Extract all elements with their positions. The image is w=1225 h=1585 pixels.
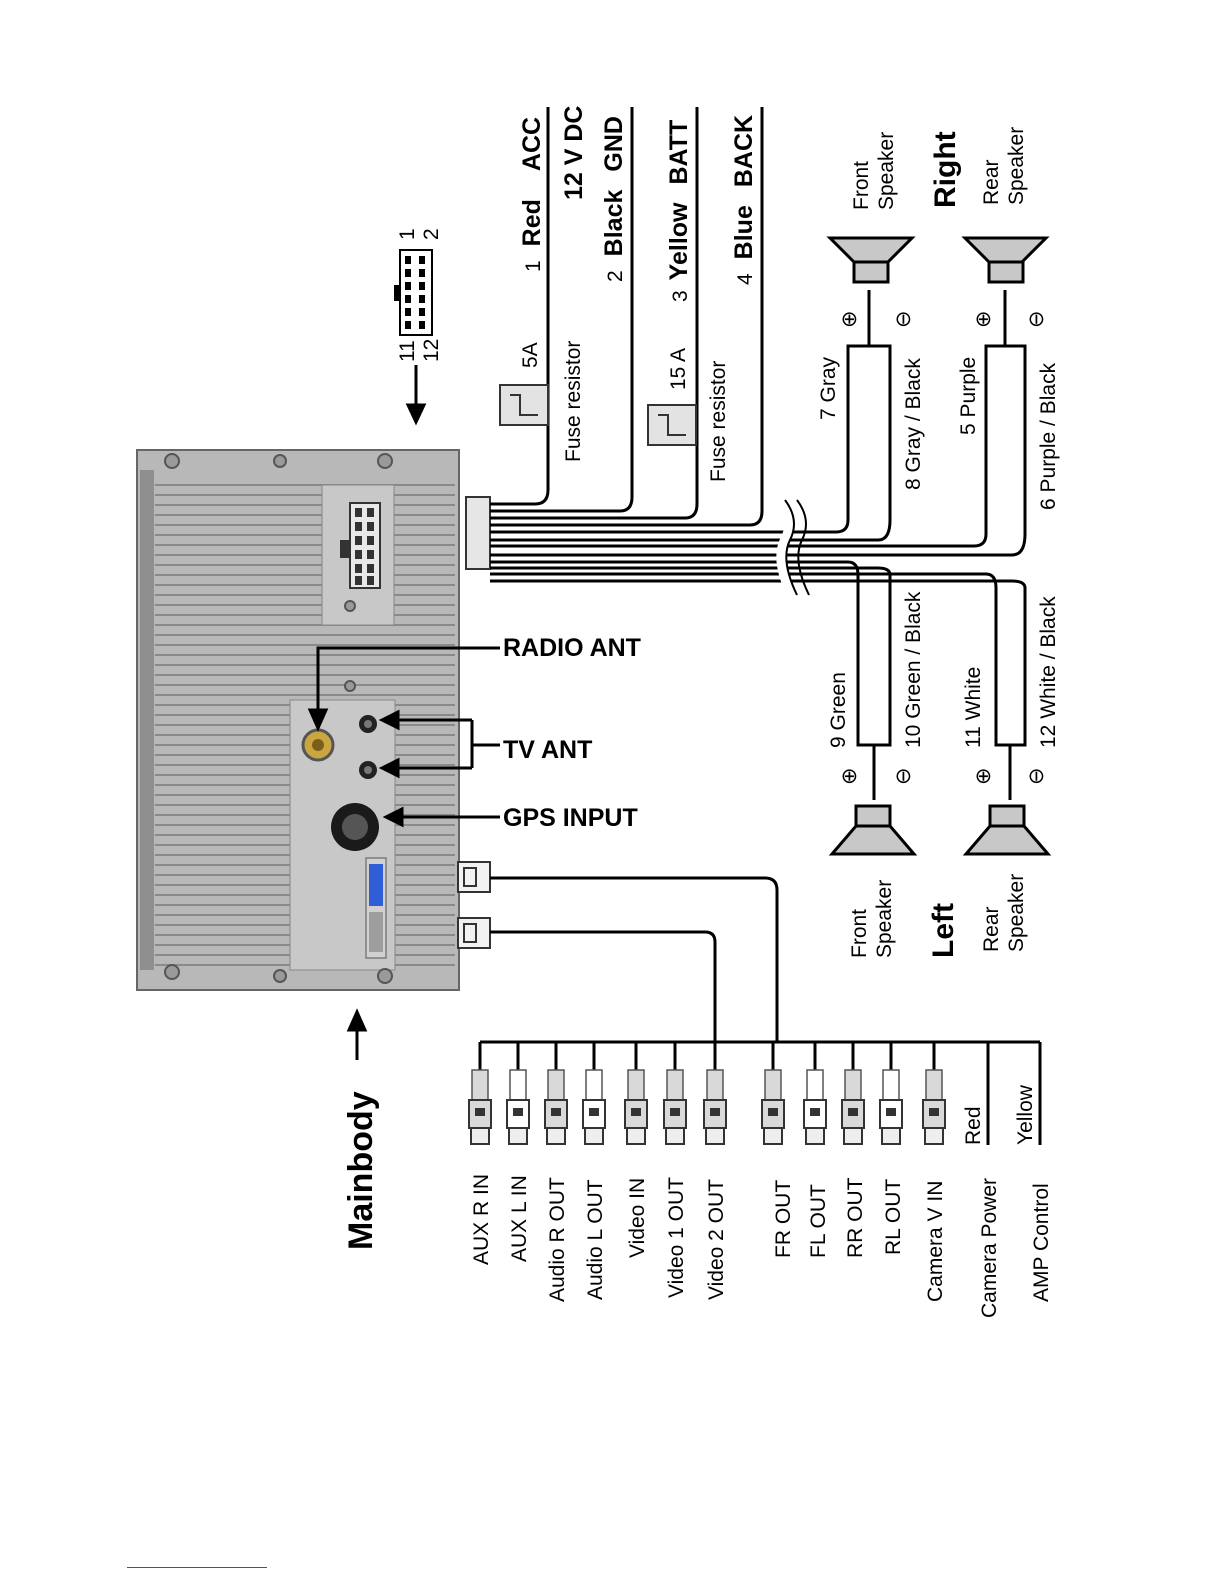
rca-label: Camera Power — [978, 1178, 1001, 1318]
pin-11-label: 11 — [396, 340, 419, 362]
wire-6-label: 6 Purple / Black — [1037, 362, 1060, 510]
gps-input-label: GPS INPUT — [503, 804, 638, 832]
wire-1-voltage: 12 V DC — [560, 106, 588, 200]
fuse-15a-label: Fuse resistor — [707, 361, 730, 482]
radio-ant-label: RADIO ANT — [503, 634, 641, 662]
wire-7-label: 7 Gray — [817, 356, 840, 420]
plus-symbol: ⊕ — [838, 310, 861, 328]
speaker-harness — [490, 290, 1027, 800]
rca-label: Video IN — [626, 1178, 649, 1258]
wire-10-label: 10 Green / Black — [902, 591, 925, 748]
fuse-5a — [499, 384, 549, 426]
rca-bus — [478, 876, 1042, 1145]
speaker-right-front — [826, 236, 916, 284]
rca-label: FL OUT — [807, 1184, 830, 1258]
plus-symbol: ⊕ — [838, 767, 861, 785]
fuse-5a-rating: 5A — [519, 342, 542, 368]
fuse-15a — [647, 404, 697, 446]
wire-4-label: 4BlueBACK — [730, 115, 758, 285]
rca-label: Camera V IN — [924, 1181, 947, 1302]
rca-label: RR OUT — [844, 1177, 867, 1258]
pin-12-label: 12 — [420, 339, 443, 362]
power-wires — [490, 107, 764, 527]
rca-label: Video 1 OUT — [665, 1177, 688, 1298]
cable-break — [775, 496, 810, 598]
right-front-speaker-line1: Front — [850, 161, 873, 210]
left-front-speaker-line1: Front — [848, 909, 871, 958]
wire-9-label: 9 Green — [827, 672, 850, 748]
fuse-5a-label: Fuse resistor — [562, 341, 585, 462]
left-rear-speaker-line2: Speaker — [1005, 874, 1028, 952]
right-label: Right — [929, 131, 962, 208]
plus-symbol: ⊕ — [972, 767, 995, 785]
minus-symbol: ⊖ — [892, 310, 915, 328]
fuse-15a-rating: 15 A — [667, 348, 690, 390]
wire-5-label: 5 Purple — [957, 357, 980, 435]
rca-label: FR OUT — [772, 1180, 795, 1258]
rca-label: Audio R OUT — [546, 1177, 569, 1302]
camera-power-lead-color: Red — [962, 1106, 985, 1145]
amp-control-lead-color: Yellow — [1014, 1084, 1037, 1145]
minus-symbol: ⊖ — [1025, 767, 1048, 785]
pin-1-label: 1 — [396, 228, 419, 240]
connector-pinout-icon — [394, 249, 433, 336]
wire-1-label: 1RedACC — [518, 117, 546, 272]
rca-label: Video 2 OUT — [705, 1179, 728, 1300]
tv-ant-label: TV ANT — [503, 736, 592, 764]
right-front-speaker-line2: Speaker — [875, 132, 898, 210]
minus-symbol: ⊖ — [892, 767, 915, 785]
rca-plugs — [468, 1069, 946, 1145]
rca-label: Audio L OUT — [584, 1179, 607, 1300]
wire-2-label: 2BlackGND — [600, 116, 628, 282]
rca-label: AUX L IN — [508, 1175, 531, 1262]
speaker-left-front — [828, 804, 918, 856]
left-front-speaker-line2: Speaker — [873, 880, 896, 958]
rca-label: RL OUT — [882, 1179, 905, 1255]
arrows — [307, 365, 500, 1060]
mainbody-label: Mainbody — [342, 1091, 380, 1250]
plus-symbol: ⊕ — [972, 310, 995, 328]
left-label: Left — [927, 903, 960, 958]
right-rear-speaker-line2: Speaker — [1005, 127, 1028, 205]
right-rear-speaker-line1: Rear — [980, 159, 1003, 205]
wire-12-label: 12 White / Black — [1037, 596, 1060, 748]
wire-11-label: 11 White — [962, 667, 985, 748]
wire-8-label: 8 Gray / Black — [902, 358, 925, 490]
speaker-right-rear — [961, 236, 1050, 284]
footnote-separator — [127, 1567, 267, 1568]
pin-2-label: 2 — [420, 228, 443, 240]
rca-label: AMP Control — [1030, 1183, 1053, 1302]
speaker-left-rear — [962, 804, 1052, 856]
wire-3-label: 3YellowBATT — [665, 120, 693, 302]
left-rear-speaker-line1: Rear — [980, 906, 1003, 952]
minus-symbol: ⊖ — [1025, 310, 1048, 328]
rca-label: AUX R IN — [470, 1174, 493, 1265]
